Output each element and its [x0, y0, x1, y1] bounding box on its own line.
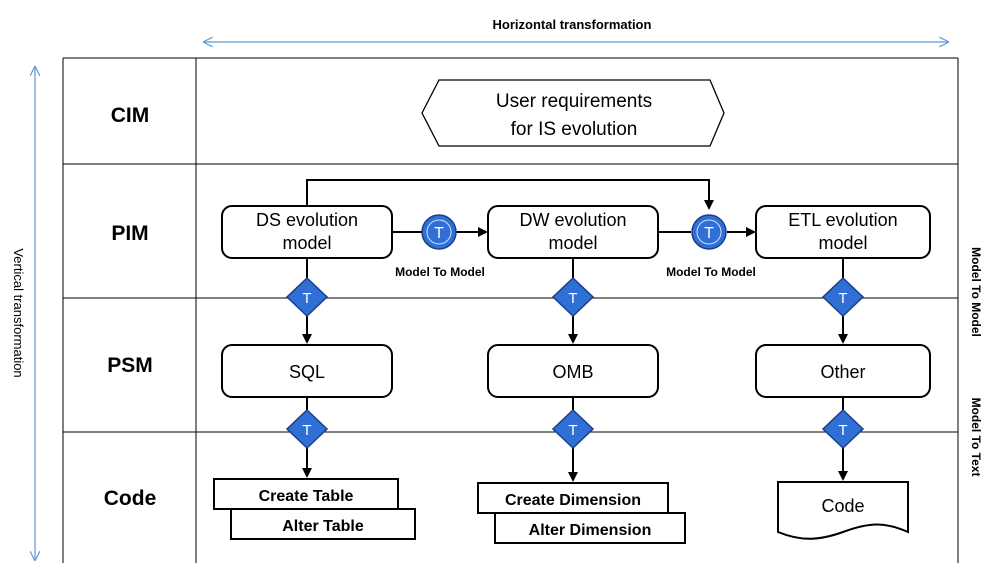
- transform-diamond-psm-code-1: T: [285, 408, 329, 450]
- pim-box-dw: DW evolution model: [487, 205, 659, 259]
- transform-diamond-psm-code-2: T: [551, 408, 595, 450]
- transform-symbol: T: [302, 422, 311, 439]
- pim-ds-line2: model: [282, 233, 331, 253]
- pim-etl-line2: model: [818, 233, 867, 253]
- transform-symbol: T: [568, 422, 577, 439]
- transform-diamond-pim-psm-2: T: [551, 276, 595, 318]
- transform-symbol: T: [568, 290, 577, 307]
- vertical-axis-label: Vertical transformation: [11, 248, 26, 377]
- code-alter-dimension: Alter Dimension: [529, 522, 652, 539]
- transform-circle-2: T: [691, 214, 727, 250]
- transform-symbol: T: [434, 225, 444, 242]
- ds-to-etl-connector: [306, 179, 714, 210]
- transform-diamond-pim-psm-1: T: [285, 276, 329, 318]
- cim-box-line1: User requirements: [496, 91, 652, 112]
- level-pim-label: PIM: [111, 222, 148, 245]
- cim-requirements-box: User requirements for IS evolution: [421, 79, 725, 147]
- code-docs-omb: Create Dimension Alter Dimension: [477, 482, 686, 544]
- code-alter-table: Alter Table: [282, 518, 364, 535]
- edge-label-model-to-model-1: Model To Model: [395, 265, 485, 279]
- level-cim-label: CIM: [111, 104, 150, 127]
- code-create-dimension: Create Dimension: [505, 492, 641, 509]
- transform-symbol: T: [838, 422, 847, 439]
- psm-box-sql: SQL: [221, 344, 393, 398]
- code-create-table: Create Table: [259, 488, 354, 505]
- code-doc-other: Code: [777, 481, 909, 540]
- code-generic-label: Code: [821, 496, 864, 516]
- layer-grid: [62, 57, 959, 563]
- pim-dw-line1: DW evolution: [519, 210, 626, 230]
- transform-diamond-pim-psm-3: T: [821, 276, 865, 318]
- transform-symbol: T: [302, 290, 311, 307]
- model-to-text-side-label: Model To Text: [969, 398, 983, 477]
- psm-box-other: Other: [755, 344, 931, 398]
- level-code-label: Code: [104, 487, 157, 510]
- level-psm-label: PSM: [107, 354, 153, 377]
- pim-box-ds: DS evolution model: [221, 205, 393, 259]
- transform-symbol: T: [704, 225, 714, 242]
- psm-other-label: Other: [820, 362, 865, 382]
- pim-ds-line1: DS evolution: [256, 210, 358, 230]
- pim-etl-line1: ETL evolution: [788, 210, 897, 230]
- cim-box-line2: for IS evolution: [511, 119, 638, 140]
- model-to-model-side-label: Model To Model: [969, 247, 983, 337]
- horizontal-axis-label: Horizontal transformation: [493, 17, 652, 32]
- transform-diamond-psm-code-3: T: [821, 408, 865, 450]
- code-docs-sql: Create Table Alter Table: [213, 478, 416, 540]
- transform-symbol: T: [838, 290, 847, 307]
- pim-dw-line2: model: [548, 233, 597, 253]
- pim-box-etl: ETL evolution model: [755, 205, 931, 259]
- psm-omb-label: OMB: [552, 362, 593, 382]
- vertical-edges: [302, 258, 848, 482]
- psm-sql-label: SQL: [289, 362, 325, 382]
- edge-label-model-to-model-2: Model To Model: [666, 265, 756, 279]
- transform-circle-1: T: [421, 214, 457, 250]
- psm-box-omb: OMB: [487, 344, 659, 398]
